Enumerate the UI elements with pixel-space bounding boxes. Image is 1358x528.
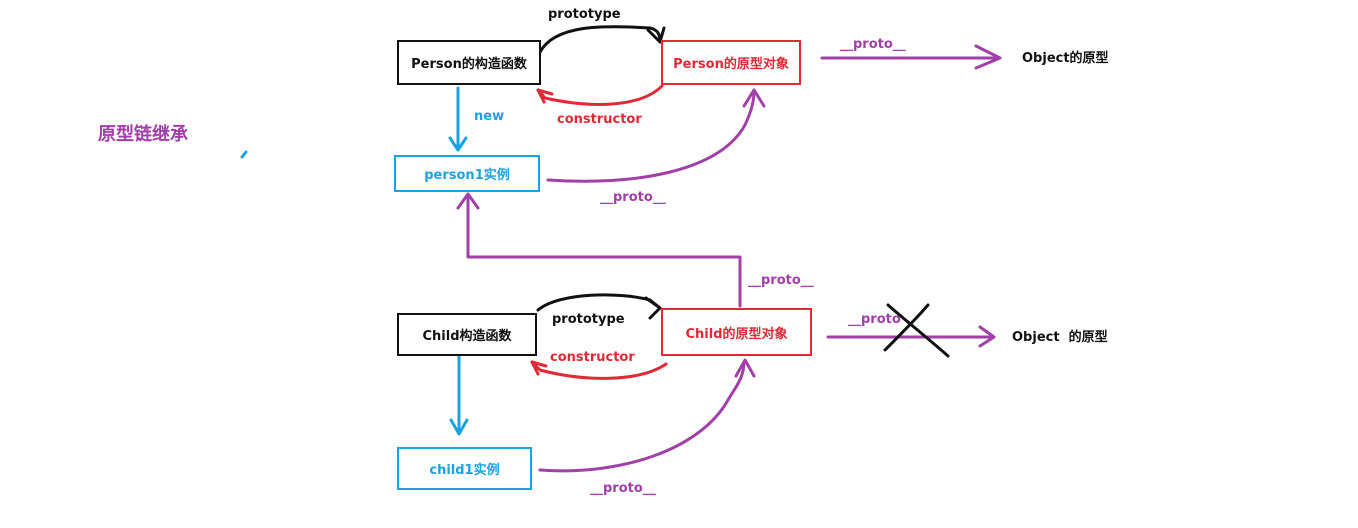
label-proto-person1: __proto__ [600, 190, 666, 205]
stray-mark [240, 150, 248, 159]
edge-proto-child-proto [466, 193, 742, 308]
label-proto-child-proto: __proto__ [748, 273, 814, 288]
edge-proto-person1 [546, 90, 756, 183]
child-prototype-box: Child的原型对象 [661, 308, 812, 356]
label-constructor-bottom: constructor [550, 350, 635, 365]
edge-proto-child1 [538, 360, 746, 473]
label-new: new [474, 109, 505, 124]
child1-instance-box: child1实例 [397, 447, 532, 490]
diagram-title: 原型链继承 [98, 124, 188, 145]
label-constructor-top: constructor [557, 112, 642, 127]
edge-prototype-bottom [536, 293, 662, 312]
label-proto-child-object: __proto [848, 312, 901, 327]
object-prototype-top: Object的原型 [1022, 51, 1109, 66]
label-prototype-top: prototype [548, 7, 621, 22]
edge-prototype-top [538, 25, 662, 54]
cross-mark [883, 303, 950, 358]
edge-constructor-bottom [530, 360, 668, 380]
person-constructor-box: Person的构造函数 [397, 40, 541, 85]
child-constructor-box: Child构造函数 [397, 313, 537, 356]
object-prototype-bottom: Object 的原型 [1012, 330, 1108, 345]
label-proto-child1: __proto__ [590, 481, 656, 496]
person-prototype-box: Person的原型对象 [661, 40, 801, 85]
label-proto-person-object: __proto__ [840, 37, 906, 52]
label-prototype-bottom: prototype [552, 312, 625, 327]
person1-instance-box: person1实例 [394, 155, 540, 192]
edge-constructor-top [536, 84, 664, 106]
